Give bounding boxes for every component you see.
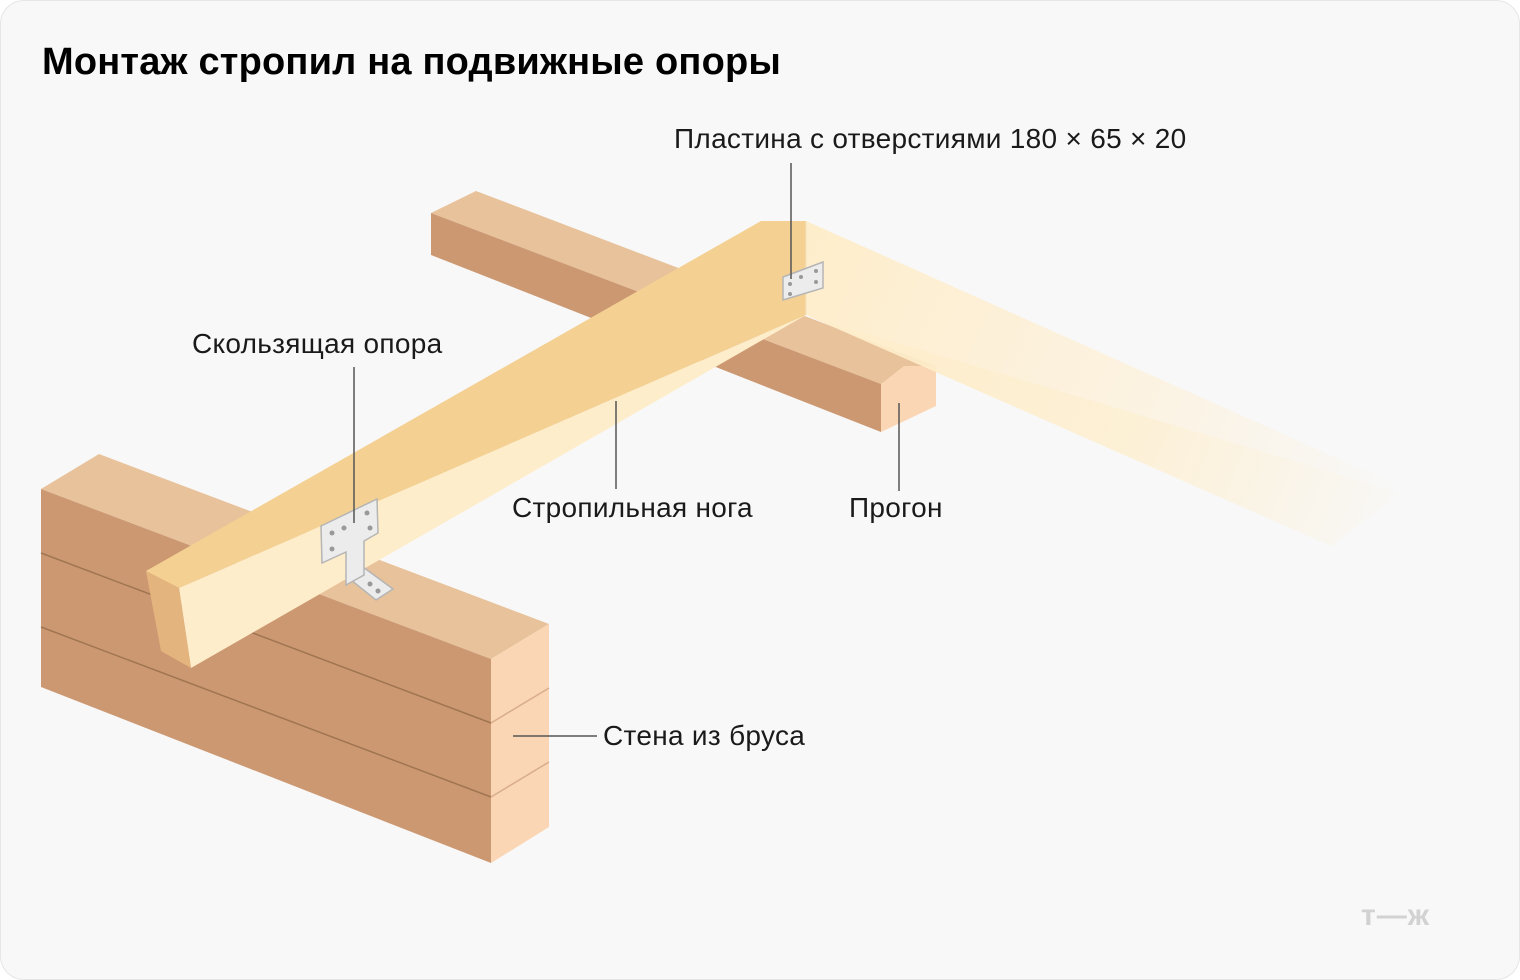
wall-seam-line [40,552,492,724]
plate-hole [814,269,818,273]
bracket-hole [329,546,335,552]
wall-end-face [491,624,549,863]
plate-label: Пластина с отверстиями 180 × 65 × 20 [674,123,1187,154]
rafter-top-face [146,221,806,588]
rafter-leg [146,221,1411,668]
perforated-plate [782,260,824,302]
bracket-hole [367,525,373,531]
rafter-top-face-fade [806,221,1411,493]
wall-label: Стена из бруса [603,720,806,751]
wall-seam-line [490,687,550,724]
bracket-hole [367,581,373,587]
brand-logo: т—ж [1361,899,1430,932]
plate-face [782,260,824,302]
bracket-hole [375,588,381,594]
wall-seam-line [40,626,492,798]
sliding-support-label: Скользящая опора [192,328,443,359]
wall-seam-line [490,761,550,798]
plate-hole [788,282,792,286]
bracket-hole [364,510,370,516]
bracket-hole [341,525,347,531]
plate-hole [799,275,803,279]
rafter-side-face-fade [806,315,1401,546]
bracket-plate [320,497,379,587]
purlin-label: Прогон [849,492,943,523]
purlin-end-face [881,366,936,432]
rafter-label: Стропильная нога [512,492,753,523]
plate-hole [814,280,818,284]
rafter-cut-end [146,571,191,668]
bracket-hole [329,530,335,536]
plate-hole [788,292,792,296]
rafter-side-face [179,315,806,668]
sliding-support-bracket [320,497,395,601]
diagram-title: Монтаж стропил на подвижные опоры [42,41,782,83]
